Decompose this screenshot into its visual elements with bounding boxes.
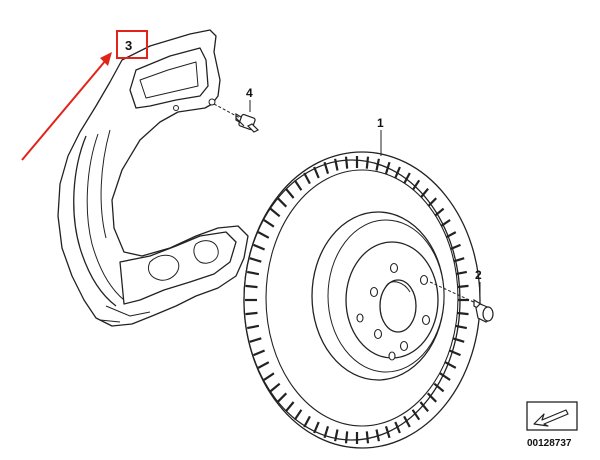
disc-vent-slot (277, 392, 288, 403)
disc-vent-slot (384, 425, 391, 439)
disc-vent-slot (257, 361, 270, 369)
disc-vent-slot (365, 431, 370, 444)
hex-bolt-4 (235, 112, 260, 133)
disc-vent-slot (365, 156, 370, 169)
disc-vent-slot (448, 349, 461, 357)
disc-vent-slot (245, 311, 258, 316)
highlight-arrow (21, 59, 107, 161)
highlight-callout-3: 3 (21, 30, 148, 161)
disc-vent-slot (433, 207, 445, 218)
disc-vent-slot (426, 197, 437, 208)
disc-vent-slot (334, 158, 339, 171)
disc-vent-slot (384, 161, 391, 175)
disc-vent-slot (403, 415, 411, 428)
disc-vent-slot (246, 270, 260, 276)
disc-vent-slot (269, 382, 281, 393)
disc-vent-slot (394, 166, 401, 179)
disc-vent-slot (246, 324, 260, 330)
disc-vent-slot (411, 179, 421, 191)
disc-vent-slot (249, 337, 262, 343)
disc-bolt-holes (356, 262, 431, 361)
callout-4: 4 (246, 86, 253, 100)
disc-vent-slot (303, 415, 311, 428)
disc-vent-slot (444, 361, 457, 369)
disc-vent-slot (323, 425, 330, 439)
disc-vent-slot (448, 243, 461, 251)
disc-vent-slot (257, 231, 270, 239)
disc-vent-slot (253, 349, 266, 357)
hex-screw-2 (473, 298, 494, 323)
disc-vent-slot (269, 207, 281, 218)
disc-vent-slot (285, 187, 295, 199)
disc-vent-slot (253, 243, 266, 251)
disc-vent-slots (245, 156, 469, 444)
highlight-arrow-head (100, 52, 112, 66)
disc-vent-slot (419, 187, 429, 199)
brake-splash-shield (57, 29, 249, 327)
disc-vent-slot (375, 158, 380, 171)
leader-screw-2-dashed (429, 281, 479, 305)
disc-vent-slot (293, 409, 303, 421)
disc-vent-slot (245, 284, 258, 289)
disc-vent-slot (426, 392, 437, 403)
disc-vent-slot (293, 179, 303, 191)
disc-vent-slot (313, 166, 320, 179)
disc-vent-slot (313, 421, 320, 434)
disc-vent-slot (439, 372, 451, 381)
brake-disc (243, 151, 481, 449)
disc-vent-slot (452, 337, 465, 343)
highlight-box (116, 30, 148, 59)
disc-vent-slot (403, 172, 411, 185)
part-number: 00128737 (527, 438, 572, 449)
disc-vent-slot (344, 431, 349, 444)
disc-vent-slot (323, 161, 330, 175)
disc-vent-slot (263, 219, 275, 228)
disc-vent-slot (263, 372, 275, 381)
disc-vent-slot (394, 421, 401, 434)
disc-vent-slot (277, 197, 288, 208)
disc-vent-slot (334, 429, 339, 442)
disc-vent-slot (452, 257, 465, 263)
disc-vent-slot (285, 401, 295, 413)
callout-1: 1 (377, 116, 384, 130)
disc-vent-slot (303, 172, 311, 185)
direction-symbol (526, 401, 578, 431)
disc-vent-slot (344, 156, 349, 169)
disc-vent-slot (454, 270, 468, 276)
disc-vent-slot (375, 429, 380, 442)
leader-bolt-4-dashed (213, 103, 241, 119)
callout-3: 3 (125, 38, 132, 53)
disc-vent-slot (411, 409, 421, 421)
disc-vent-slot (249, 257, 262, 263)
disc-vent-slot (456, 311, 469, 316)
disc-vent-slot (433, 382, 445, 393)
disc-vent-slot (454, 324, 468, 330)
callout-2: 2 (475, 268, 482, 282)
disc-vent-slot (419, 401, 429, 413)
disc-vent-slot (444, 231, 457, 239)
disc-vent-slot (456, 284, 469, 289)
